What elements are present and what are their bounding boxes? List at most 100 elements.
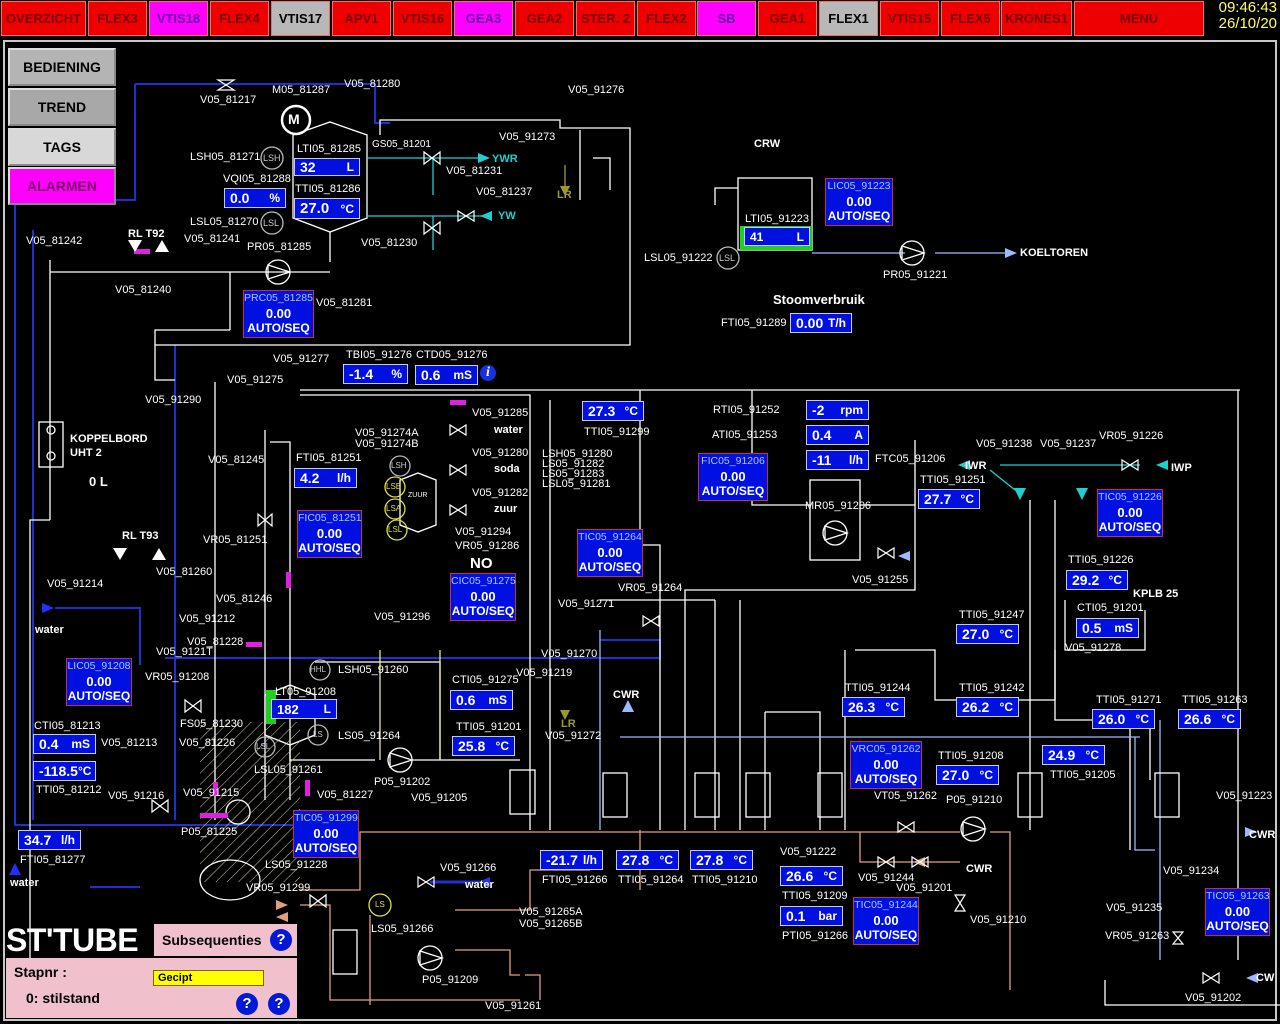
tti05-91247-display[interactable]: 27.0°C <box>956 624 1019 644</box>
nav-gea2[interactable]: GEA2 <box>515 1 574 36</box>
subsequenties-help-icon[interactable]: ? <box>270 929 292 951</box>
ctd05-91276-tag: CTD05_91276 <box>416 349 488 361</box>
nav-gea3[interactable]: GEA3 <box>454 1 513 36</box>
ls-instrument: LS <box>313 730 323 739</box>
tti05-91242-display[interactable]: 26.2°C <box>956 697 1019 717</box>
ati05-91253-tag: ATI05_91253 <box>712 429 778 441</box>
tti05-91208-display[interactable]: 27.0°C <box>936 765 999 785</box>
nav-flex2[interactable]: FLEX2 <box>637 1 696 36</box>
nav-flex5[interactable]: FLEX5 <box>941 1 1000 36</box>
tti05-91201-display[interactable]: 25.8°C <box>452 736 515 756</box>
tti05-91226-display[interactable]: 29.2°C <box>1066 570 1128 590</box>
subsequenties-button[interactable]: Subsequenties ? <box>154 924 297 956</box>
label-lsh05-81271: LSH05_81271 <box>190 151 261 163</box>
value: 0.00 <box>873 757 899 772</box>
label-p05-81225: P05_81225 <box>181 826 238 838</box>
info-icon[interactable]: i <box>480 365 496 381</box>
label-v05-91216: V05_91216 <box>108 790 165 802</box>
nav-flex1[interactable]: FLEX1 <box>819 1 878 36</box>
vqi05-81288-display[interactable]: 0.0% <box>224 188 286 208</box>
nav-apv1[interactable]: APV1 <box>332 1 391 36</box>
tti05-91264-display[interactable]: 27.8°C <box>616 850 679 870</box>
nav-sb[interactable]: SB <box>697 1 756 36</box>
tti05-91271-display[interactable]: 26.0°C <box>1092 709 1155 729</box>
lsa-instrument: LSA <box>386 504 402 513</box>
value: 182 <box>277 701 299 717</box>
label-v05-81217: V05_81217 <box>200 94 257 106</box>
value: 0.6 <box>456 692 476 708</box>
nav-ster2[interactable]: STER. 2 <box>576 1 635 36</box>
alarmen-button[interactable]: ALARMEN <box>8 167 116 205</box>
nav-vtis17[interactable]: VTIS17 <box>271 1 330 36</box>
label-lsh05-91260: LSH05_91260 <box>338 664 409 676</box>
tti05-91205-display[interactable]: 24.9°C <box>1042 745 1105 765</box>
nav-vtis15[interactable]: VTIS15 <box>880 1 939 36</box>
tti05-91244-display[interactable]: 26.3°C <box>842 697 905 717</box>
nav-flex3[interactable]: FLEX3 <box>88 1 147 36</box>
label-v05-91219: V05_91219 <box>516 667 573 679</box>
tti05-91299-tag: TTI05_91299 <box>584 426 650 438</box>
tti05-81286-display[interactable]: 27.0°C <box>294 198 360 219</box>
label-lsl05-91281: LSL05_91281 <box>542 478 611 490</box>
nav-vtis16[interactable]: VTIS16 <box>393 1 452 36</box>
label-p05-91210: P05_91210 <box>946 794 1003 806</box>
value: 0.00 <box>313 826 339 841</box>
tti05-81212-display[interactable]: -118.5°C <box>33 761 96 781</box>
label-lr-2: LR <box>561 718 576 730</box>
label-pr05-81285: PR05_81285 <box>247 241 312 253</box>
tti05-91209-display[interactable]: 26.6°C <box>780 866 843 886</box>
label-lsh05-91280: LSH05_91280 <box>542 448 613 460</box>
nav-vtis18[interactable]: VTIS18 <box>149 1 208 36</box>
step-help-icon-1[interactable]: ? <box>236 993 258 1015</box>
tbi05-91276-display[interactable]: -1.4% <box>343 364 408 384</box>
tti05-91251-display[interactable]: 27.7°C <box>918 489 980 509</box>
nav-gea1[interactable]: GEA1 <box>758 1 817 36</box>
nav-flex4[interactable]: FLEX4 <box>210 1 269 36</box>
tti05-91299-display[interactable]: 27.3°C <box>582 401 644 421</box>
tti05-91210-display[interactable]: 27.8°C <box>690 850 753 870</box>
tag: TIC05_91264 <box>578 531 642 543</box>
label-soda: soda <box>494 463 520 475</box>
nav-overzicht[interactable]: OVERZICHT <box>1 1 86 36</box>
sequence-panel: ST'TUBE Subsequenties ? Stapnr : 0: stil… <box>4 922 297 1018</box>
mode: AUTO/SEQ <box>1098 520 1162 534</box>
label-v05-81242: V05_81242 <box>26 235 83 247</box>
nav-menu[interactable]: MENU <box>1074 1 1204 36</box>
nav-krones1[interactable]: KRONES1 <box>1001 1 1072 36</box>
label-v05-91296: V05_91296 <box>374 611 431 623</box>
tag: CIC05_91275 <box>451 575 516 587</box>
tti05-91263-display[interactable]: 26.6°C <box>1178 709 1241 729</box>
lsh-instrument-zuur: LSH <box>391 461 407 470</box>
bediening-button[interactable]: BEDIENING <box>8 48 116 86</box>
tags-button[interactable]: TAGS <box>8 128 116 166</box>
step-help-icon-2[interactable]: ? <box>268 993 290 1015</box>
trend-button[interactable]: TREND <box>8 88 116 126</box>
